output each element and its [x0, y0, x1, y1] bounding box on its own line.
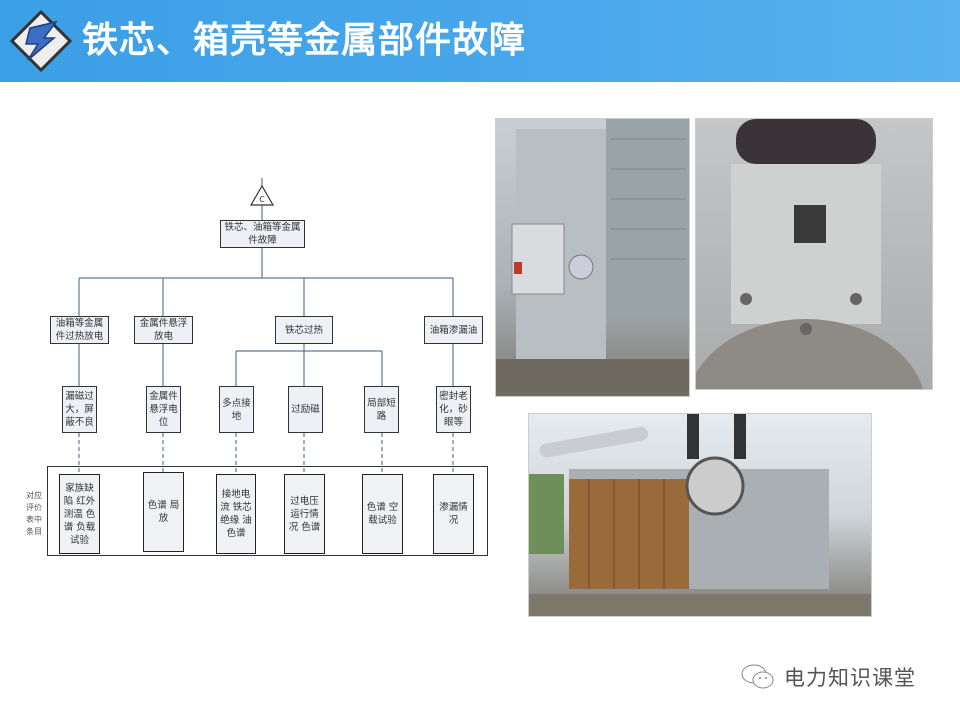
evaluation-items-container — [47, 466, 488, 556]
evaluation-item: 渗漏情况 — [433, 474, 474, 554]
level2-node: 多点接地 — [219, 386, 254, 433]
level2-node: 金属件悬浮电位 — [146, 386, 181, 433]
level1-node: 金属件悬浮放电 — [134, 316, 193, 344]
level1-node: 油箱渗漏油 — [424, 316, 483, 344]
evaluation-item: 色谱 局放 — [143, 472, 184, 552]
level2-node: 漏磁过大，屏蔽不良 — [62, 386, 97, 433]
level2-node: 过励磁 — [288, 386, 323, 433]
slide-title: 铁芯、箱壳等金属部件故障 — [82, 20, 527, 61]
lightning-logo-icon — [10, 10, 72, 72]
evaluation-item: 家族缺陷 红外测温 色谱 负载试验 — [59, 474, 100, 554]
gate-symbol: C — [259, 195, 265, 204]
watermark: 电力知识课堂 — [740, 662, 916, 692]
root-node: 铁芯、油箱等金属件故障 — [220, 220, 305, 248]
evaluation-item: 接地电流 铁芯绝缘 油色谱 — [216, 474, 256, 554]
bushing-closeup-photo — [695, 118, 933, 390]
level1-node: 铁芯过热 — [275, 316, 333, 344]
rusty-transformer-photo — [528, 413, 872, 617]
title-bar: 铁芯、箱壳等金属部件故障 — [0, 0, 960, 82]
watermark-text: 电力知识课堂 — [784, 666, 916, 690]
gate-triangle — [249, 184, 275, 206]
transformer-photo-side — [495, 118, 690, 397]
evaluation-item: 过电压运行情况 色谱 — [284, 474, 325, 554]
level2-node: 局部短路 — [364, 386, 399, 433]
evaluation-item: 色谱 空载试验 — [362, 474, 403, 554]
evaluation-side-label: 对应评价表中条目 — [26, 491, 42, 536]
level1-node: 油箱等金属件过热放电 — [50, 316, 109, 344]
wechat-icon — [741, 664, 774, 689]
level2-node: 密封老化，砂眼等 — [436, 386, 471, 433]
